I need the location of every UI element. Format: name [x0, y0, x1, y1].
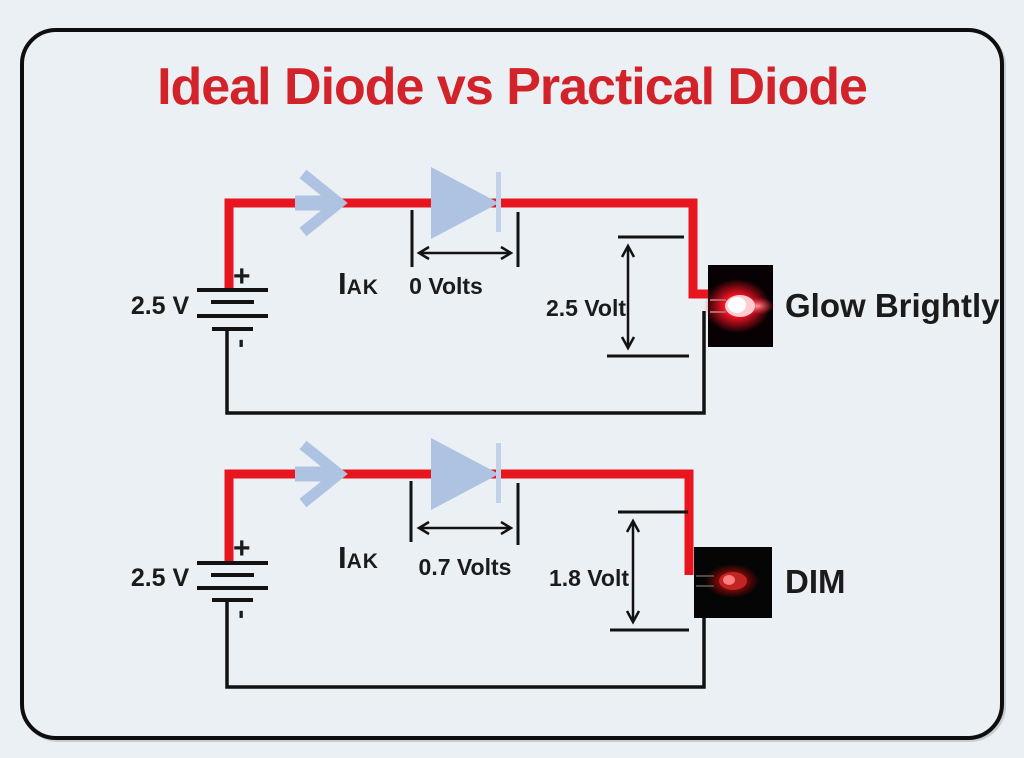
ideal-battery-plus-sign: + [233, 260, 251, 293]
current-symbol: I [338, 266, 347, 301]
diode-drop-measure-arrow [409, 481, 520, 545]
practical-battery-voltage-label: 2.5 V [130, 564, 190, 592]
practical-battery-minus-sign: - [228, 609, 260, 620]
practical-led-caption: DIM [785, 563, 846, 600]
ideal-battery-voltage-label: 2.5 V [130, 292, 190, 320]
page-title: Ideal Diode vs Practical Diode [157, 58, 868, 116]
battery-icon [197, 561, 268, 602]
current-arrow-icon [295, 440, 348, 508]
diode-icon [431, 438, 501, 510]
diode-icon [431, 167, 501, 239]
ideal-circuit-diagram [197, 167, 775, 415]
led-voltage-measure-arrow [607, 235, 689, 358]
current-symbol: I [338, 540, 347, 575]
led-voltage-measure-arrow [610, 510, 689, 632]
ideal-led-caption: Glow Brightly [785, 287, 1000, 324]
ideal-red-wire [224, 198, 712, 299]
led-dim-image [694, 547, 772, 618]
battery-icon [197, 288, 268, 331]
practical-battery-plus-sign: + [233, 532, 251, 565]
ideal-led-voltage-label: 2.5 Volt [545, 295, 627, 321]
practical-diode-voltage-label: 0.7 Volts [418, 554, 512, 580]
practical-circuit-diagram [197, 438, 772, 689]
current-subscript: AK [346, 276, 379, 299]
diagram-border [20, 28, 1004, 740]
practical-led-voltage-label: 1.8 Volt [548, 565, 630, 591]
current-subscript: AK [346, 550, 379, 573]
ideal-diode-voltage-label: 0 Volts [409, 273, 483, 299]
ideal-return-wire [225, 311, 706, 415]
led-bright-image [704, 265, 775, 347]
diode-drop-measure-arrow [410, 210, 520, 267]
ideal-battery-minus-sign: - [228, 338, 260, 349]
practical-return-wire [225, 601, 706, 689]
current-arrow-icon [295, 169, 348, 237]
